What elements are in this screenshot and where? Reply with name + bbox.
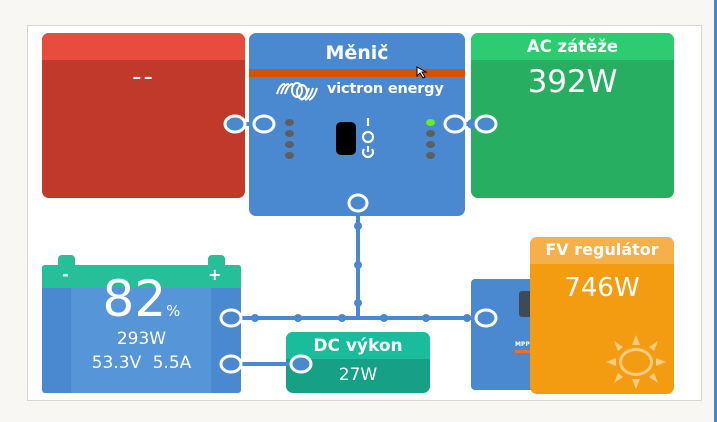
led-indicator <box>285 141 294 148</box>
battery-body-inner <box>71 288 211 393</box>
mppt-device-image: MPPT <box>471 279 537 390</box>
led-indicator <box>426 141 435 148</box>
battery-voltage: 53.3V <box>91 353 142 373</box>
mppt-stripe <box>515 350 537 353</box>
inverter-title: Měnič <box>325 42 389 64</box>
solar-charger-tile[interactable]: FV regulátor 746W <box>530 237 674 394</box>
battery-current: 5.5A <box>152 353 192 373</box>
grid-input-tile[interactable]: -- <box>42 33 245 198</box>
scrollbar-edge[interactable] <box>714 0 717 422</box>
led-indicator <box>285 119 294 126</box>
mouse-cursor-icon <box>416 66 428 79</box>
grid-title <box>42 33 245 60</box>
dc-power-title: DC výkon <box>286 332 430 359</box>
battery-voltage-current: 53.3V 5.5A <box>42 353 241 373</box>
inverter-switch[interactable] <box>336 122 356 155</box>
battery-plus-label: + <box>208 265 222 284</box>
brand-name: victron energy <box>327 81 444 97</box>
battery-terminal-negative <box>58 255 75 267</box>
victron-swirl-icon <box>276 82 318 101</box>
mppt-display <box>519 291 533 317</box>
led-column-right <box>426 119 436 163</box>
solar-title: FV regulátor <box>530 237 674 264</box>
battery-soc: 82% <box>42 271 241 339</box>
led-indicator <box>285 130 294 137</box>
mppt-label: MPPT <box>515 341 534 348</box>
dc-power-value: 27W <box>338 365 378 385</box>
battery-tile[interactable]: - + 82% 293W 53.3V 5.5A <box>42 265 241 393</box>
sun-icon <box>606 335 666 389</box>
led-indicator-on <box>426 119 435 126</box>
led-indicator <box>426 130 435 137</box>
inverter-tile[interactable]: Měnič victron energy <box>249 33 465 216</box>
dc-power-tile[interactable]: DC výkon 27W <box>286 332 430 393</box>
solar-value: 746W <box>564 273 640 303</box>
led-indicator <box>426 152 435 159</box>
ac-loads-title: AC zátěže <box>471 33 674 60</box>
victron-logo: victron energy <box>275 80 444 102</box>
grid-value: -- <box>132 62 155 92</box>
switch-mode-icons <box>361 118 375 159</box>
battery-minus-label: - <box>62 265 69 284</box>
battery-soc-unit: % <box>166 302 181 320</box>
battery-power: 293W <box>116 329 167 349</box>
ac-loads-value: 392W <box>527 64 618 100</box>
battery-soc-value: 82 <box>102 270 167 328</box>
battery-terminal-positive <box>208 255 225 267</box>
inverter-stripe <box>249 69 465 77</box>
ac-loads-tile[interactable]: AC zátěže 392W <box>471 33 674 198</box>
battery-top: - + <box>42 265 241 288</box>
led-column-left <box>285 119 295 163</box>
led-indicator <box>285 152 294 159</box>
